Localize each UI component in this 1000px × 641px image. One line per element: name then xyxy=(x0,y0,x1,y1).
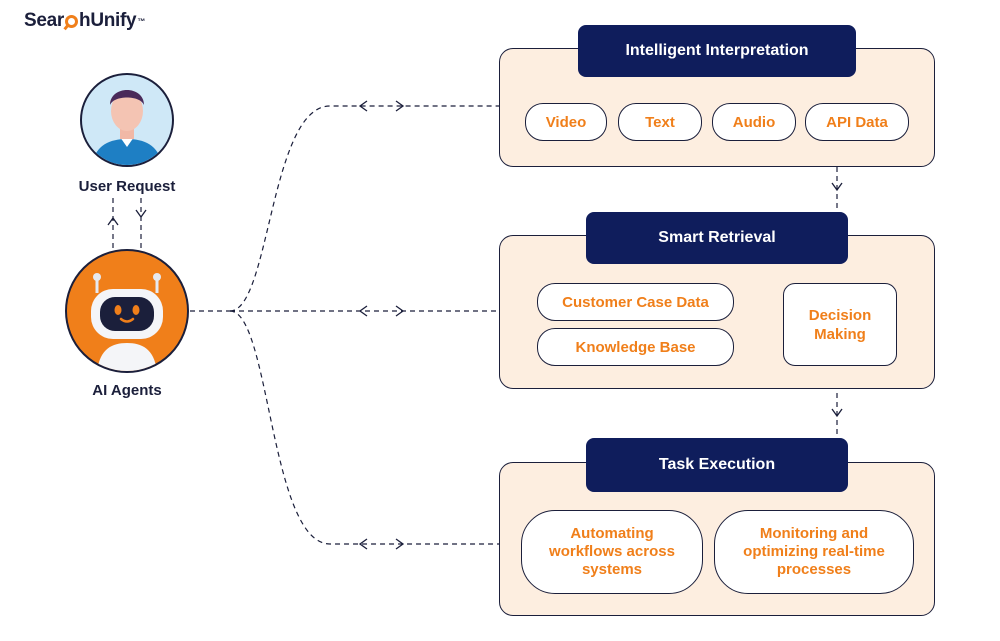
audio-input-pill: Audio xyxy=(712,103,796,141)
logo-text-end: hUnify xyxy=(79,10,137,31)
down-arrow-icon xyxy=(831,408,843,418)
right-arrow-icon xyxy=(395,100,405,112)
smart-retrieval-title: Smart Retrieval xyxy=(586,212,848,264)
robot-icon xyxy=(65,249,189,373)
task-execution-title: Task Execution xyxy=(586,438,848,492)
text-input-pill: Text xyxy=(618,103,702,141)
magnifier-icon xyxy=(65,14,79,28)
agent-to-interpretation-line xyxy=(229,105,499,312)
down-arrow-icon xyxy=(831,182,843,192)
knowledge-base-pill: Knowledge Base xyxy=(537,328,734,366)
decision-making-box: Decision Making xyxy=(783,283,897,366)
down-arrow-icon xyxy=(135,209,147,219)
customer-case-data-pill: Customer Case Data xyxy=(537,283,734,321)
right-arrow-icon xyxy=(395,538,405,550)
agent-to-execution-line xyxy=(229,310,499,545)
user-avatar-icon xyxy=(80,73,174,167)
left-arrow-icon xyxy=(358,100,368,112)
user-request-label: User Request xyxy=(78,178,176,195)
video-input-pill: Video xyxy=(525,103,607,141)
monitoring-processes-pill: Monitoring and optimizing real-time proc… xyxy=(714,510,914,594)
api-data-input-pill: API Data xyxy=(805,103,909,141)
up-arrow-icon xyxy=(107,216,119,226)
logo-text-start: Sear xyxy=(24,10,65,31)
intelligent-interpretation-title: Intelligent Interpretation xyxy=(578,25,856,77)
left-arrow-icon xyxy=(358,305,368,317)
automating-workflows-pill: Automating workflows across systems xyxy=(521,510,703,594)
searchunify-logo: Sear hUnify ™ xyxy=(24,10,145,32)
right-arrow-icon xyxy=(395,305,405,317)
ai-agents-label: AI Agents xyxy=(92,382,162,399)
left-arrow-icon xyxy=(358,538,368,550)
trademark-mark: ™ xyxy=(137,16,146,26)
